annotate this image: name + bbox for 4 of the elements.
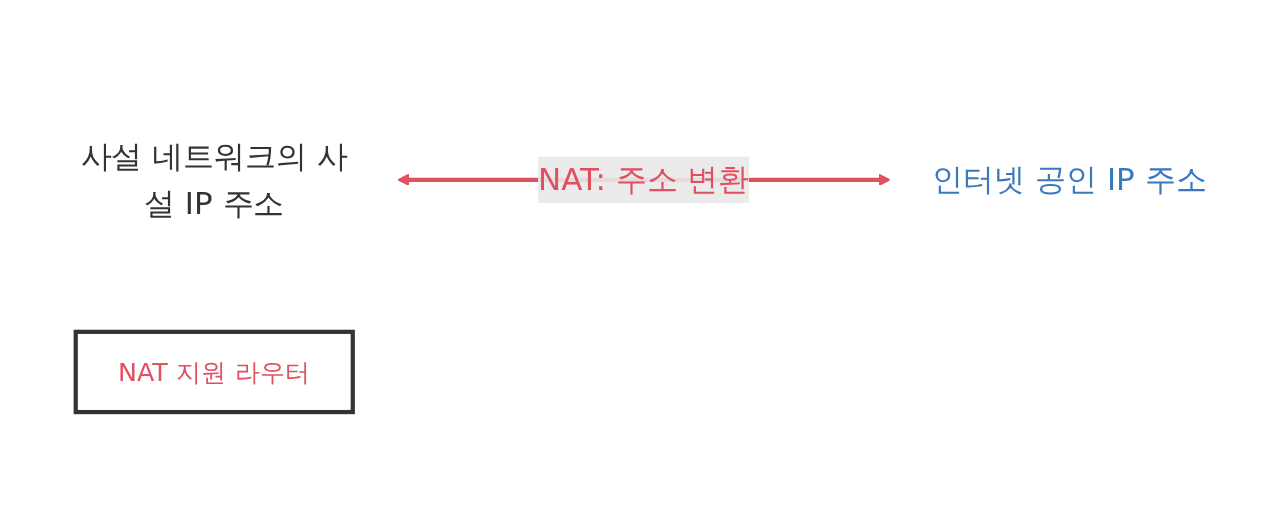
- node-text: 사설 네트워크의 사설 IP 주소: [80, 138, 348, 221]
- node-text: 인터넷 공인 IP 주소: [932, 162, 1207, 198]
- node-box: NAT 지원 라우터: [73, 329, 355, 414]
- edge-label: NAT: 주소 변환: [537, 162, 750, 198]
